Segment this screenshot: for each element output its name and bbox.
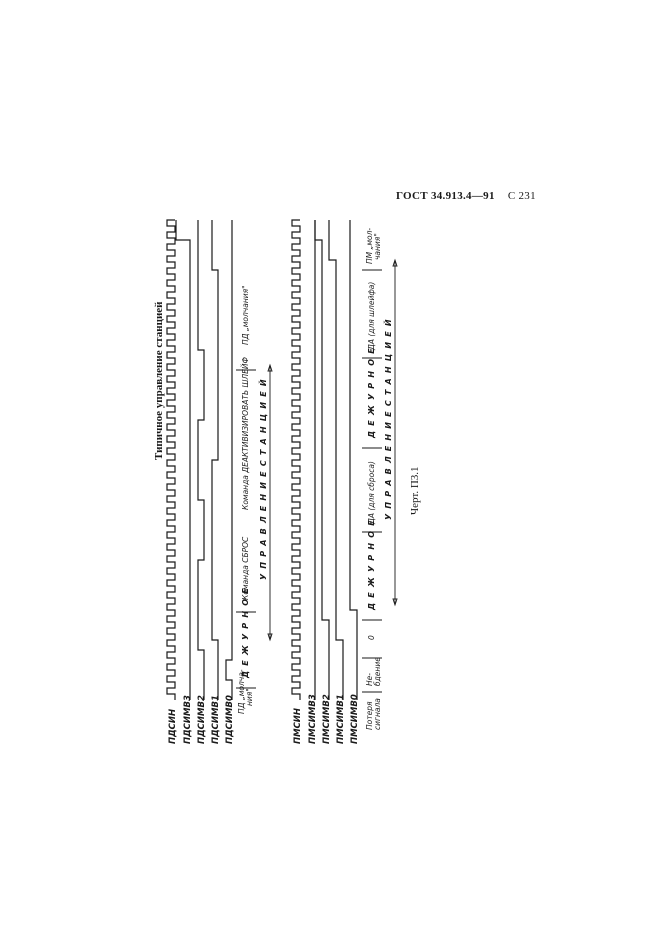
label-da-reset: ДА (для сброса) [367, 461, 376, 525]
label-duty-bottom-1: Д Е Ж У Р Н О Е [367, 519, 376, 611]
waveform-pdsimv0 [225, 220, 233, 700]
waveform-pdsimv2 [197, 220, 205, 700]
arrowheads [392, 258, 398, 607]
label-lost-2: сигнала [373, 698, 382, 730]
arrowheads [267, 363, 273, 642]
signal-name: ПМСИМВ2 [322, 694, 332, 744]
label-duty-bottom-2: Д Е Ж У Р Н О Е [367, 347, 376, 439]
diagram-title: Типичное управление станцией [153, 301, 165, 460]
waveform-pdsin [166, 219, 176, 700]
signal-name: ПМСИН [293, 708, 303, 744]
label-zero: 0 [367, 635, 376, 640]
signal-name: ПДСИМВ3 [183, 695, 193, 744]
signal-names-bottom: ПМСИН ПМСИМВ3 ПМСИМВ2 ПМСИМВ1 ПМСИМВ0 [293, 694, 360, 744]
waveform-pdsimv1 [211, 220, 219, 700]
standard-number: ГОСТ 34.913.4—91 [396, 190, 495, 202]
signal-name: ПДСИМВ1 [211, 695, 221, 744]
signal-name: ПМСИМВ3 [308, 694, 318, 744]
label-undef-2: бдение [373, 657, 382, 686]
waveform-pdsimv3 [175, 220, 191, 700]
page-header: ГОСТ 34.913.4—91 С 231 [396, 190, 536, 202]
waveform-pmsimv0 [349, 220, 358, 700]
label-da-loop: ДА (для шлейфа) [367, 282, 376, 351]
label-lost-1: Потеря [365, 701, 374, 730]
label-undef-1: Не- [365, 673, 374, 686]
signal-names-top: ПДСИН ПДСИМВ3 ПДСИМВ2 ПДСИМВ1 ПДСИМВ0 [168, 695, 235, 744]
signal-name: ПМСИМВ0 [350, 694, 360, 744]
label-cmd-loop: Команда ДЕАКТИВИЗИРОВАТЬ ШЛЕЙФ [241, 357, 250, 510]
figure-caption: Черт. П3.1 [409, 466, 421, 515]
signal-name: ПДСИН [168, 709, 178, 744]
waveform-pmsimv2 [314, 220, 330, 700]
signal-name: ПДСИМВ0 [225, 695, 235, 744]
signal-name: ПДСИМВ2 [197, 695, 207, 744]
label-pd-silence: ПД „молчания" [241, 285, 250, 345]
signal-name: ПМСИМВ1 [336, 694, 346, 744]
label-pd-start: ПД „молча- [237, 669, 246, 714]
page-number: С 231 [507, 190, 536, 202]
waveform-pmsin [291, 219, 301, 700]
waveform-pmsimv1 [328, 220, 344, 700]
label-control-top: У П Р А В Л Е Н И Е С Т А Н Ц И Е Й [257, 378, 268, 580]
label-pm-silence-2: чания" [373, 233, 382, 260]
label-pm-silence-1: ПМ „мол- [365, 228, 374, 264]
label-control-bottom: У П Р А В Л Е Н И Е С Т А Н Ц И Е Й [382, 318, 393, 520]
label-pd-start-2: ния" [245, 688, 254, 706]
label-cmd-reset: Команда СБРОС [241, 536, 250, 600]
label-duty-top: Д Е Ж У Р Н О Е [241, 587, 250, 679]
